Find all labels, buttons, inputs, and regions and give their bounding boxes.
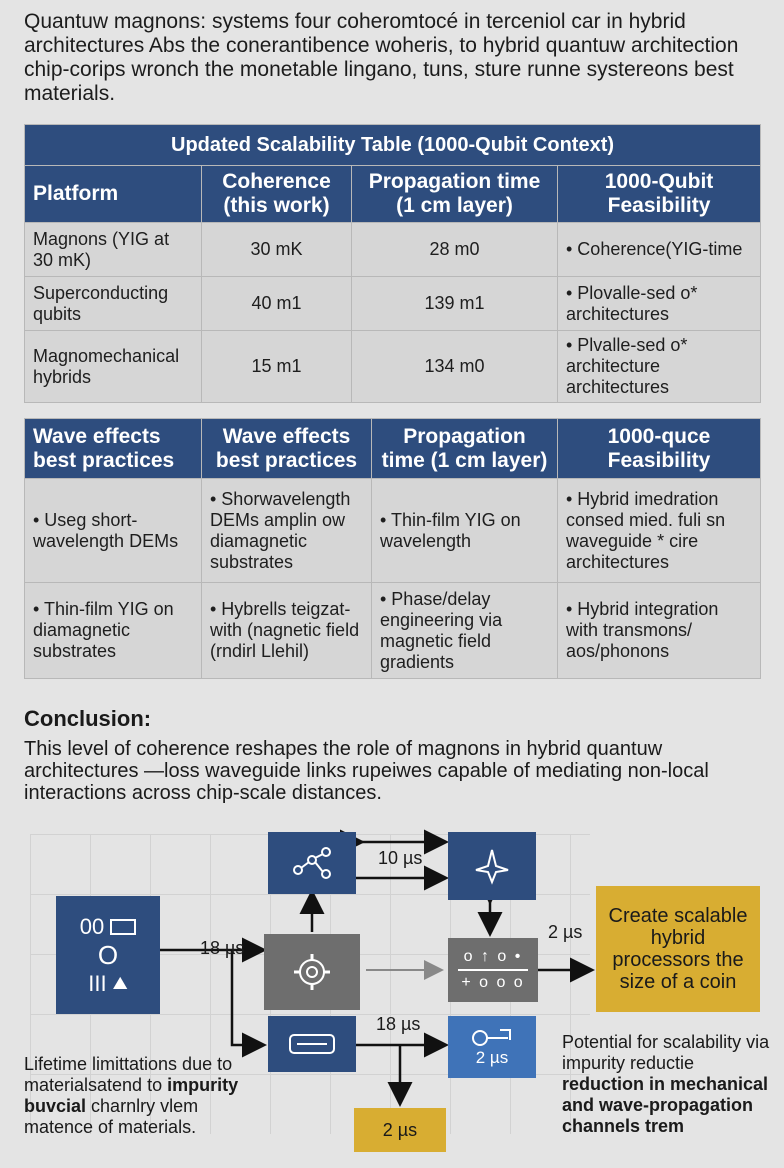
rectangle-icon	[110, 918, 137, 935]
table-cell: 134 m0	[351, 330, 558, 403]
table-cell: • Hybrid integration with transmons/ aos…	[557, 582, 761, 679]
architecture-diagram: 00 O III ⛰	[0, 820, 784, 1168]
right-note: Potential for scalability via impurity r…	[562, 1032, 772, 1137]
left-box-row3: III ⛰	[88, 971, 127, 997]
table-row: Magnomechanical hybrids 15 m1 134 m0 • P…	[24, 330, 762, 403]
table-cell: • Hybrid imedration consed mied. fuli sn…	[557, 478, 761, 583]
intro-paragraph: Quantuw magnons: systems four coheromtoc…	[24, 10, 739, 105]
table-cell: Magnomechanical hybrids	[24, 330, 202, 403]
table-cell: • Plvalle-sed o* architecture architectu…	[556, 330, 762, 403]
network-icon	[293, 847, 331, 879]
left-box-glyph: III	[88, 970, 107, 996]
table-cell: Magnons (YIG at 30 mK)	[24, 222, 202, 277]
right-note-line1: Potential for scalability via impurity r…	[562, 1032, 770, 1073]
scalability-table: Updated Scalability Table (1000-Qubit Co…	[23, 124, 762, 403]
table-cell: • Useg short-wavelength DEMs	[24, 478, 202, 583]
table-cell: • Shorwavelength DEMs amplin ow diamagne…	[201, 478, 372, 583]
col-header-propagation: Propagation time (1 cm layer)	[351, 165, 558, 223]
table-cell: 139 m1	[351, 276, 558, 331]
left-box-row1: 00	[79, 913, 137, 940]
table-cell: • Phase/delay engineering via magnetic f…	[371, 582, 558, 679]
mountain-icon: ⛰	[112, 973, 128, 993]
key-arrow-icon	[472, 1029, 511, 1046]
qubit-array-box: o ↑ o • + o o o	[448, 938, 538, 1002]
arrow-down-branch	[230, 950, 267, 1058]
table-row: Superconducting qubits 40 m1 139 m1 • Pl…	[24, 276, 762, 331]
left-box-glyph: 00	[79, 913, 105, 939]
gear-node-box	[264, 934, 360, 1010]
table-cell: 40 m1	[201, 276, 352, 331]
right-note-bold: reduction in mechanical and wave-propaga…	[562, 1074, 769, 1136]
left-note: Lifetime limittations due to materialsat…	[24, 1054, 244, 1138]
goal-box: Create scalable hybrid processors the si…	[596, 886, 760, 1012]
label-right-mid: 2 µs	[548, 922, 583, 942]
chip-node-box	[268, 1016, 356, 1072]
label-bottom-mid: 18 µs	[376, 1014, 421, 1034]
left-note-line1: Lifetime limittations due to materialsat…	[24, 1054, 233, 1095]
table-cell: • Plovalle-sed o* architectures	[556, 276, 762, 331]
label-top-mid: 10 µs	[378, 848, 423, 868]
table-cell: • Thin-film YIG on wavelength	[371, 478, 558, 583]
table-row: • Useg short-wavelength DEMs • Shorwavel…	[24, 478, 761, 583]
divider	[458, 969, 528, 971]
qubit-row: o ↑ o •	[463, 948, 523, 965]
timing-label: 2 µs	[475, 1048, 509, 1067]
timing-node-box: 2 µs	[448, 1016, 536, 1078]
table-cell: 30 mK	[201, 222, 352, 277]
table-row: Magnons (YIG at 30 mK) 30 mK 28 m0 • Coh…	[24, 222, 762, 277]
conclusion-title: Conclusion:	[24, 706, 152, 731]
col-header-coherence: Coherence (this work)	[201, 165, 352, 223]
col-header-wave-effects: Wave effects best practices	[24, 418, 202, 479]
best-practices-table: Wave effects best practices Wave effects…	[24, 418, 761, 679]
circle-icon: O	[97, 939, 119, 970]
label-left-mid: 18 µs	[200, 938, 245, 958]
col-header-wave-effects-2: Wave effects best practices	[201, 418, 372, 479]
left-note-line3: charnlry vlem matence of materials.	[24, 1096, 199, 1137]
table-cell: 28 m0	[351, 222, 558, 277]
table-caption: Updated Scalability Table (1000-Qubit Co…	[23, 124, 762, 166]
col-header-platform: Platform	[24, 165, 202, 223]
col-header-feasibility: 1000-quce Feasibility	[557, 418, 761, 479]
col-header-propagation: Propagation time (1 cm layer)	[371, 418, 558, 479]
left-note-bold: impurity buvcial	[24, 1075, 239, 1116]
left-device-box: 00 O III ⛰	[56, 896, 160, 1014]
network-node-box	[268, 832, 356, 894]
table-cell: • Hybrells teigzat-with (nagnetic field …	[201, 582, 372, 679]
gear-icon	[294, 954, 330, 990]
bottom-timing-box: 2 µs	[354, 1108, 446, 1152]
qubit-row: + o o o	[461, 974, 525, 991]
table-row: • Thin-film YIG on diamagnetic substrate…	[24, 582, 761, 679]
connector-arrows	[160, 829, 595, 1107]
table-cell: Superconducting qubits	[24, 276, 202, 331]
table-cell: • Thin-film YIG on diamagnetic substrate…	[24, 582, 202, 679]
star-node-box	[448, 832, 536, 900]
conclusion-text: This level of coherence reshapes the rol…	[24, 738, 709, 804]
star-icon	[475, 849, 509, 885]
chip-icon	[289, 1034, 335, 1054]
col-header-feasibility: 1000-Qubit Feasibility	[556, 165, 762, 223]
table-cell: 15 m1	[201, 330, 352, 403]
table-cell: • Coherence(YIG-time	[556, 222, 762, 277]
